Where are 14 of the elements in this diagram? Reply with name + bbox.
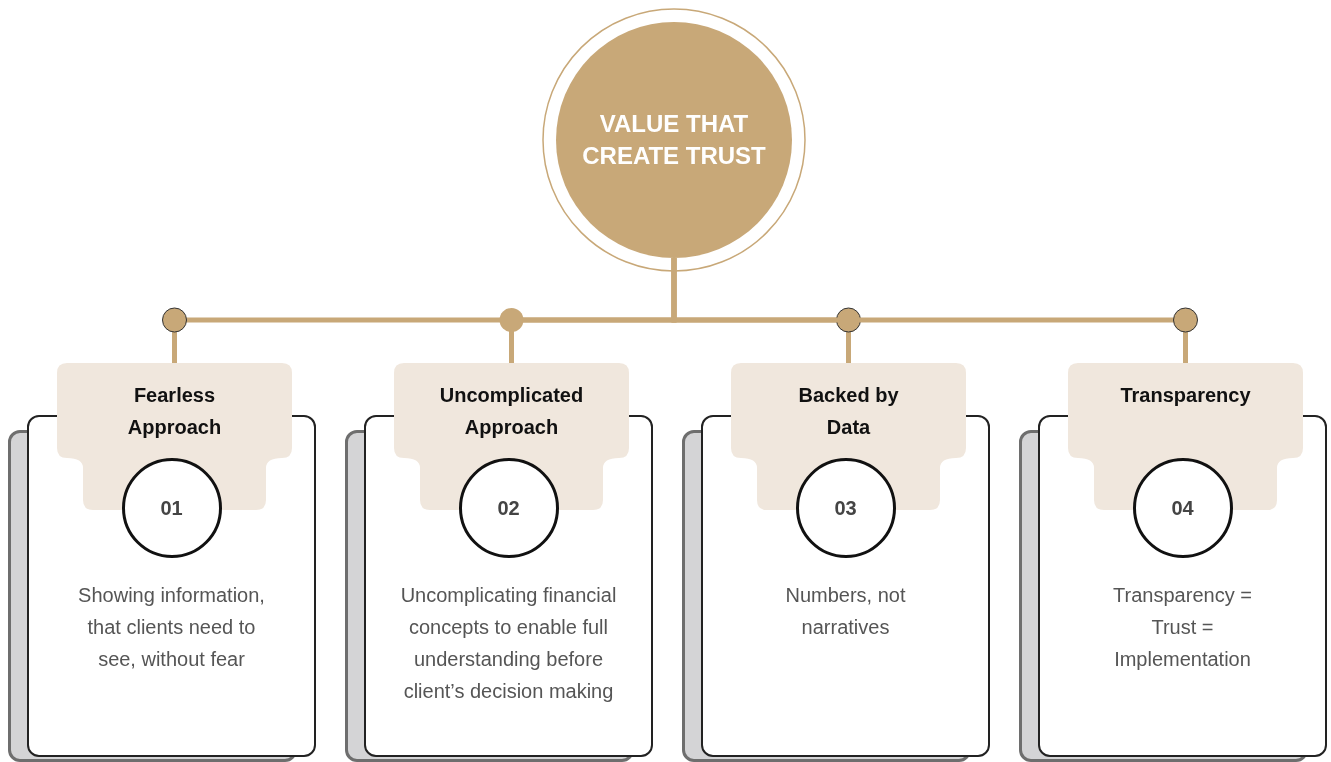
step-number: 03 [834,496,857,520]
step-number: 04 [1171,496,1194,520]
card-description: Numbers, not narratives [784,583,907,640]
card-heading: Fearless Approach [126,383,223,440]
step-number: 02 [497,496,520,520]
step-number: 01 [160,496,183,520]
connector-line [671,258,1188,363]
card-description: Showing information, that clients need to see, without fear [77,583,266,672]
card-heading: Transparency [1119,383,1252,408]
card-description: Uncomplicating financial concepts to enable full understanding before client’s decision making [399,583,618,704]
card-description: Transparency = Trust = Implementation [1112,583,1253,672]
card-heading: Uncomplicated Approach [438,383,585,440]
card-heading: Backed by Data [797,383,900,440]
circle-title: VALUE THAT CREATE TRUST [581,109,767,171]
